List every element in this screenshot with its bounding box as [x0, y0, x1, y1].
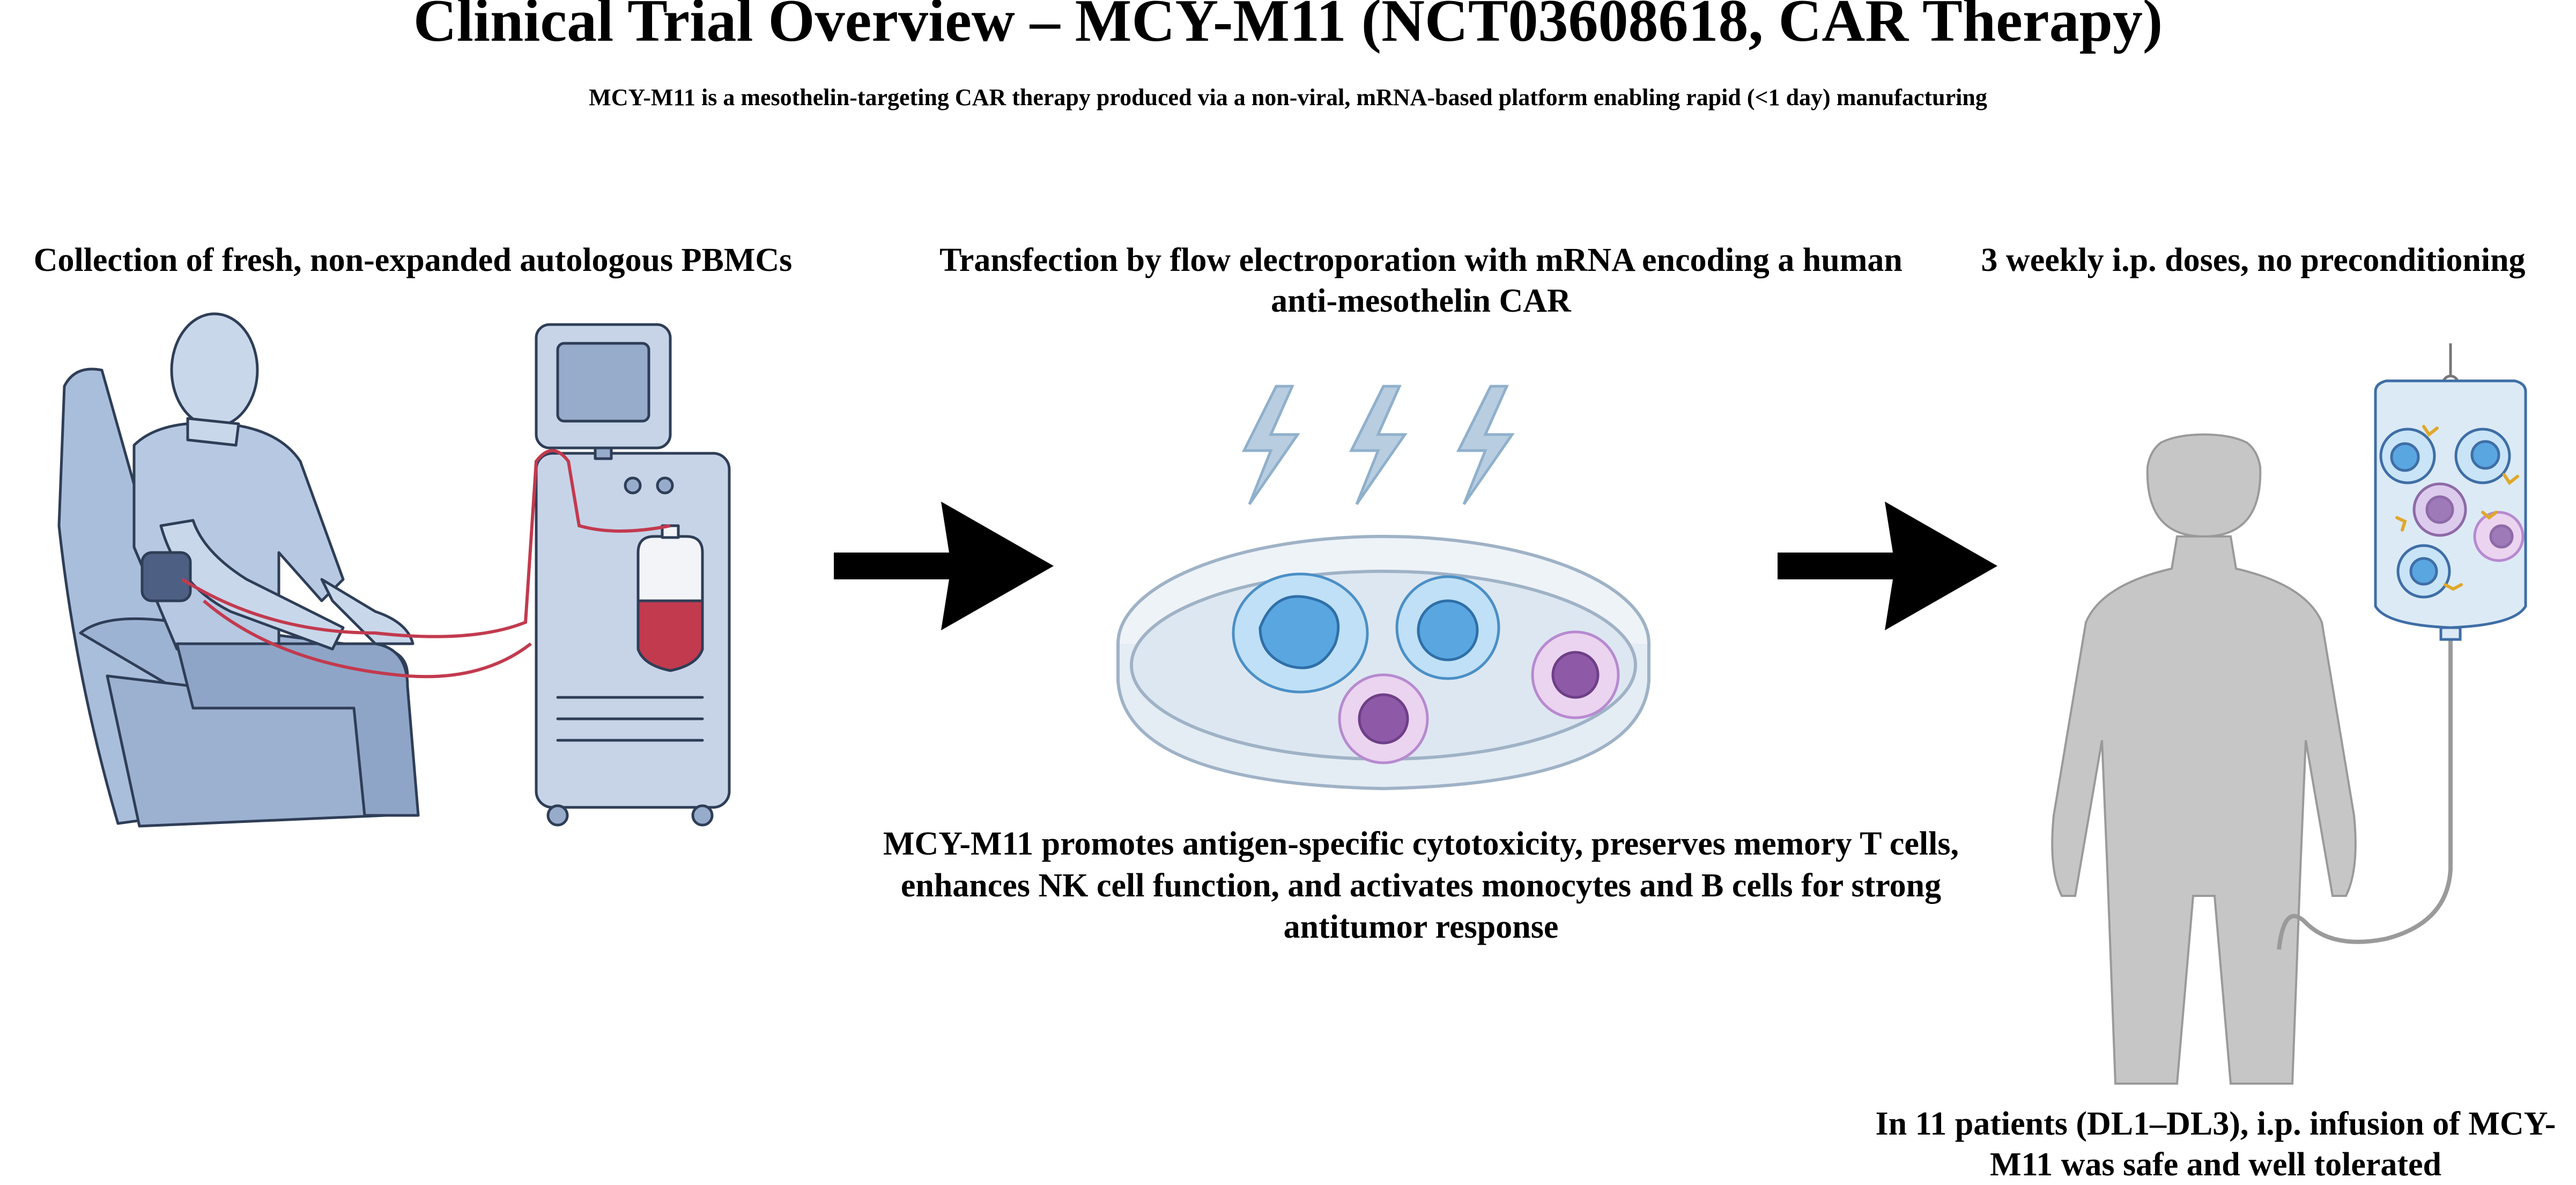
step-1-label: Collection of fresh, non-expanded autolo… — [33, 242, 793, 278]
page-title: Clinical Trial Overview – MCY-M11 (NCT03… — [413, 0, 2163, 54]
lightning-icon — [1241, 385, 1300, 505]
lightning-icon — [1349, 385, 1408, 505]
step-2-label: Transfection by flow electroporation wit… — [939, 242, 1903, 319]
process-arrow-1 — [834, 502, 1054, 630]
iv-infusion-patient-icon — [2051, 343, 2527, 1085]
page-subtitle: MCY-M11 is a mesothelin-targeting CAR th… — [589, 84, 1987, 111]
apheresis-patient-icon — [57, 312, 731, 828]
safety-result-text: In 11 patients (DL1–DL3), i.p. infusion … — [1875, 1106, 2556, 1183]
product-effects-text: MCY-M11 promotes antigen-specific cytoto… — [883, 826, 1959, 945]
human-silhouette-icon — [2051, 433, 2357, 1085]
iv-tube-icon — [2277, 633, 2453, 950]
step-3-label: 3 weekly i.p. doses, no preconditioning — [1981, 242, 2526, 278]
blood-line-icon — [181, 449, 671, 638]
petri-dish-electroporation-icon — [1116, 385, 1650, 791]
process-arrow-2 — [1778, 502, 1997, 630]
lightning-icon — [1456, 385, 1515, 505]
